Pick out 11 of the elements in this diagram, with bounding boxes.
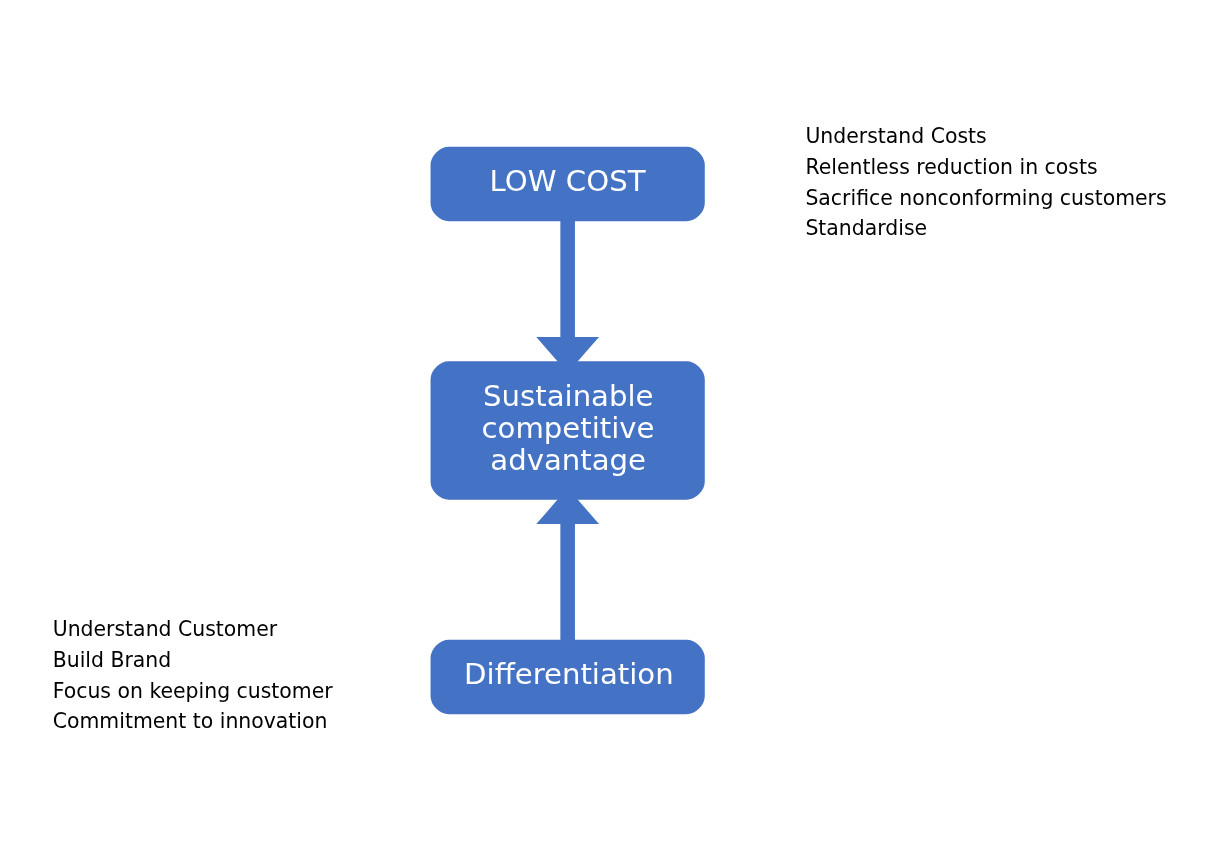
node-label: Relentless reduction in costs [805,154,1098,179]
node-label: Sacrifice nonconforming customers [805,185,1167,210]
node-label: Standardise [805,215,928,240]
node-label: Understand Costs [805,123,987,148]
node-label: Understand Customer [52,616,278,641]
node-box: Differentiation [430,639,705,714]
node-box: LOW COST [430,146,705,221]
node-label: Build Brand [52,647,172,672]
node-label: Focus on keeping customer [52,678,333,703]
node-box: Sustainable competitive advantage [430,360,705,500]
node-label: Commitment to innovation [52,708,328,733]
